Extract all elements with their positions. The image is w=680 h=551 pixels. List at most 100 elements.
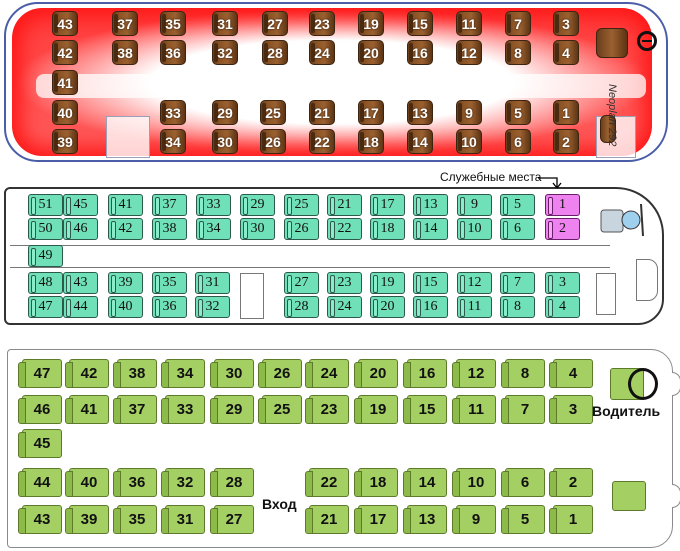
- bus3-seat-24[interactable]: 24: [305, 359, 349, 388]
- bus2-seat-24[interactable]: 24: [327, 296, 362, 318]
- bus3-seat-19[interactable]: 19: [354, 395, 398, 424]
- bus1-seat-39[interactable]: 39: [52, 129, 78, 154]
- bus1-seat-3[interactable]: 3: [553, 11, 579, 36]
- bus3-seat-28[interactable]: 28: [210, 468, 254, 497]
- bus3-seat-14[interactable]: 14: [403, 468, 447, 497]
- bus2-seat-36[interactable]: 36: [152, 296, 187, 318]
- bus1-seat-35[interactable]: 35: [160, 11, 186, 36]
- bus2-seat-17[interactable]: 17: [370, 194, 405, 216]
- bus3-seat-3[interactable]: 3: [549, 395, 593, 424]
- bus1-seat-1[interactable]: 1: [553, 100, 579, 125]
- bus2-seat-18[interactable]: 18: [370, 218, 405, 240]
- bus3-seat-35[interactable]: 35: [113, 505, 157, 534]
- bus3-seat-5[interactable]: 5: [501, 505, 545, 534]
- bus3-seat-38[interactable]: 38: [113, 359, 157, 388]
- bus3-seat-34[interactable]: 34: [161, 359, 205, 388]
- bus3-seat-8[interactable]: 8: [501, 359, 545, 388]
- bus1-seat-24[interactable]: 24: [309, 40, 335, 65]
- bus2-seat-32[interactable]: 32: [195, 296, 230, 318]
- bus3-seat-42[interactable]: 42: [65, 359, 109, 388]
- bus2-seat-44[interactable]: 44: [63, 296, 98, 318]
- bus2-seat-33[interactable]: 33: [196, 194, 231, 216]
- bus1-seat-38[interactable]: 38: [112, 40, 138, 65]
- bus2-seat-10[interactable]: 10: [457, 218, 492, 240]
- bus3-seat-31[interactable]: 31: [161, 505, 205, 534]
- bus1-seat-41[interactable]: 41: [52, 70, 78, 95]
- bus2-seat-15[interactable]: 15: [413, 272, 448, 294]
- bus1-seat-7[interactable]: 7: [505, 11, 531, 36]
- bus3-seat-25[interactable]: 25: [258, 395, 302, 424]
- bus1-seat-6[interactable]: 6: [505, 129, 531, 154]
- bus1-seat-4[interactable]: 4: [553, 40, 579, 65]
- bus2-seat-4[interactable]: 4: [545, 296, 580, 318]
- bus3-seat-46[interactable]: 46: [18, 395, 62, 424]
- bus3-seat-7[interactable]: 7: [501, 395, 545, 424]
- bus1-seat-18[interactable]: 18: [358, 129, 384, 154]
- bus1-seat-16[interactable]: 16: [407, 40, 433, 65]
- bus1-seat-42[interactable]: 42: [52, 40, 78, 65]
- bus1-seat-29[interactable]: 29: [212, 100, 238, 125]
- bus1-seat-37[interactable]: 37: [112, 11, 138, 36]
- bus2-seat-14[interactable]: 14: [413, 218, 448, 240]
- bus1-seat-40[interactable]: 40: [52, 100, 78, 125]
- bus2-seat-39[interactable]: 39: [108, 272, 143, 294]
- bus1-seat-11[interactable]: 11: [456, 11, 482, 36]
- bus1-seat-5[interactable]: 5: [505, 100, 531, 125]
- bus2-seat-41[interactable]: 41: [108, 194, 143, 216]
- bus1-seat-23[interactable]: 23: [309, 11, 335, 36]
- bus3-seat-40[interactable]: 40: [65, 468, 109, 497]
- bus1-seat-8[interactable]: 8: [505, 40, 531, 65]
- bus1-seat-2[interactable]: 2: [553, 129, 579, 154]
- bus3-seat-43[interactable]: 43: [18, 505, 62, 534]
- bus2-seat-51[interactable]: 51: [28, 194, 63, 216]
- bus2-seat-22[interactable]: 22: [327, 218, 362, 240]
- bus2-seat-29[interactable]: 29: [240, 194, 275, 216]
- bus3-seat-9[interactable]: 9: [452, 505, 496, 534]
- bus2-seat-21[interactable]: 21: [327, 194, 362, 216]
- bus1-seat-10[interactable]: 10: [456, 129, 482, 154]
- bus2-seat-19[interactable]: 19: [370, 272, 405, 294]
- bus2-seat-35[interactable]: 35: [152, 272, 187, 294]
- bus3-seat-32[interactable]: 32: [161, 468, 205, 497]
- bus1-seat-33[interactable]: 33: [160, 100, 186, 125]
- bus2-seat-8[interactable]: 8: [500, 296, 535, 318]
- bus3-seat-39[interactable]: 39: [65, 505, 109, 534]
- bus2-seat-30[interactable]: 30: [240, 218, 275, 240]
- bus1-seat-14[interactable]: 14: [407, 129, 433, 154]
- bus2-seat-16[interactable]: 16: [413, 296, 448, 318]
- bus3-seat-10[interactable]: 10: [452, 468, 496, 497]
- bus2-seat-48[interactable]: 48: [28, 272, 63, 294]
- bus2-seat-12[interactable]: 12: [457, 272, 492, 294]
- bus3-seat-44[interactable]: 44: [18, 468, 62, 497]
- bus1-seat-32[interactable]: 32: [212, 40, 238, 65]
- bus3-seat-12[interactable]: 12: [452, 359, 496, 388]
- bus2-seat-20[interactable]: 20: [370, 296, 405, 318]
- bus2-seat-7[interactable]: 7: [500, 272, 535, 294]
- bus2-seat-47[interactable]: 47: [28, 296, 63, 318]
- bus2-seat-50[interactable]: 50: [28, 218, 63, 240]
- bus2-seat-42[interactable]: 42: [108, 218, 143, 240]
- bus2-seat-46[interactable]: 46: [63, 218, 98, 240]
- bus1-seat-43[interactable]: 43: [52, 11, 78, 36]
- bus2-seat-45[interactable]: 45: [63, 194, 98, 216]
- bus2-seat-34[interactable]: 34: [196, 218, 231, 240]
- bus3-seat-45[interactable]: 45: [18, 429, 62, 458]
- bus3-seat-4[interactable]: 4: [549, 359, 593, 388]
- bus3-seat-36[interactable]: 36: [113, 468, 157, 497]
- bus3-seat-11[interactable]: 11: [452, 395, 496, 424]
- bus2-seat-31[interactable]: 31: [195, 272, 230, 294]
- bus3-seat-20[interactable]: 20: [354, 359, 398, 388]
- bus1-seat-12[interactable]: 12: [456, 40, 482, 65]
- bus2-seat-11[interactable]: 11: [457, 296, 492, 318]
- bus1-seat-22[interactable]: 22: [309, 129, 335, 154]
- bus3-seat-30[interactable]: 30: [210, 359, 254, 388]
- bus1-seat-13[interactable]: 13: [407, 100, 433, 125]
- bus1-seat-34[interactable]: 34: [160, 129, 186, 154]
- bus1-seat-26[interactable]: 26: [260, 129, 286, 154]
- bus3-seat-16[interactable]: 16: [403, 359, 447, 388]
- bus1-seat-27[interactable]: 27: [262, 11, 288, 36]
- bus2-seat-1[interactable]: 1: [545, 194, 580, 216]
- bus3-seat-1[interactable]: 1: [549, 505, 593, 534]
- bus3-seat-17[interactable]: 17: [354, 505, 398, 534]
- bus3-seat-18[interactable]: 18: [354, 468, 398, 497]
